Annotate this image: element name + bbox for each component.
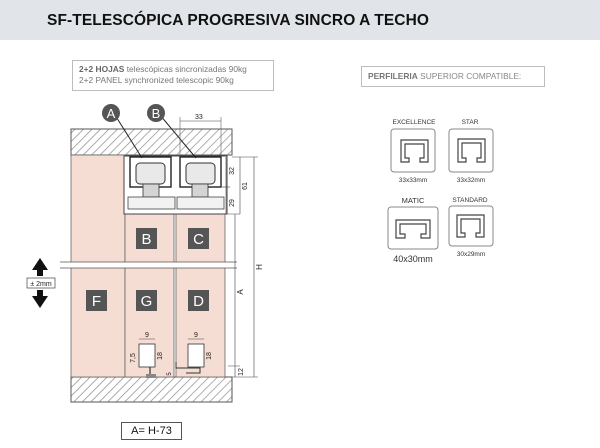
bracket-right xyxy=(176,196,225,210)
break-gap xyxy=(60,262,240,268)
profile-box-standard xyxy=(448,205,494,247)
down-arrow-icon xyxy=(32,290,48,308)
dim-9-right: 9 xyxy=(194,332,198,339)
dim-5: 5 xyxy=(167,372,173,376)
profile-star-icon xyxy=(457,138,486,163)
perfileria-rest: SUPERIOR COMPATIBLE: xyxy=(417,71,522,81)
dim-a: A xyxy=(236,289,245,295)
tolerance-box xyxy=(26,277,56,289)
floor-guide-profile xyxy=(175,362,201,374)
bracket-left xyxy=(127,196,176,210)
panel-label-c: C xyxy=(193,231,204,248)
profile-name-excellence: EXCELLENCE xyxy=(393,119,437,126)
perfileria-box: PERFILERIA SUPERIOR COMPATIBLE: xyxy=(361,66,545,87)
dim-29: 29 xyxy=(229,199,236,207)
dim-h: H xyxy=(255,264,264,270)
spec-line-2: 2+2 PANEL synchronized telescopic 90kg xyxy=(79,75,234,85)
panel-label-b-box xyxy=(136,228,157,249)
ceiling-hatch xyxy=(70,128,233,156)
spec-line-1: 2+2 HOJAS telescópicas sincronizadas 90k… xyxy=(79,64,273,75)
callout-line-b xyxy=(159,114,197,159)
panel-label-g: G xyxy=(141,293,153,310)
dim-9-left: 9 xyxy=(145,332,149,339)
panel-label-b: B xyxy=(141,231,151,248)
profile-size-matic: 40x30mm xyxy=(393,254,433,264)
panel-label-d: D xyxy=(193,293,204,310)
panel-label-f: F xyxy=(92,293,101,310)
profile-size-excellence: 33x33mm xyxy=(399,177,428,184)
bottom-guide-right xyxy=(187,343,205,368)
track-label-a: A xyxy=(107,106,116,121)
panel-label-g-box xyxy=(136,290,157,311)
track-label-b: B xyxy=(152,106,161,121)
perfileria-bold: PERFILERIA xyxy=(368,71,418,81)
spec-line-1-rest: telescópicas sincronizadas 90kg xyxy=(124,64,247,74)
profile-matic-icon xyxy=(395,219,431,239)
dim-18-left: 18 xyxy=(157,352,164,360)
spec-line-1-bold: 2+2 HOJAS xyxy=(79,64,125,74)
carriage-right xyxy=(185,162,216,185)
formula-box: A= H-73 xyxy=(121,422,182,440)
panel-label-c-box xyxy=(188,228,209,249)
up-arrow-icon xyxy=(32,258,48,276)
dim-33: 33 xyxy=(195,114,203,121)
page-title: SF-TELESCÓPICA PROGRESIVA SINCRO A TECHO xyxy=(47,12,430,29)
panel-label-d-box xyxy=(188,290,209,311)
tolerance-label: ± 2mm xyxy=(30,281,52,288)
bottom-guide-left xyxy=(138,343,156,368)
title-bar: SF-TELESCÓPICA PROGRESIVA SINCRO A TECHO xyxy=(0,0,600,40)
spec-box: 2+2 HOJAS telescópicas sincronizadas 90k… xyxy=(72,60,274,91)
floor-guide-base xyxy=(146,374,156,378)
dim-61: 61 xyxy=(242,182,249,190)
profile-standard-icon xyxy=(456,214,485,238)
profile-name-matic: MATIC xyxy=(402,196,425,205)
dim-32: 32 xyxy=(229,167,236,175)
panel-label-f-box xyxy=(86,290,107,311)
profile-size-star: 33x32mm xyxy=(457,177,486,184)
track-label-a-circle xyxy=(102,104,120,122)
carriage-left xyxy=(135,162,166,185)
profile-name-standard: STANDARD xyxy=(452,197,488,204)
hanger-left xyxy=(142,183,160,198)
profile-size-standard: 30x29mm xyxy=(457,251,486,258)
dim-18-right: 18 xyxy=(206,352,213,360)
profile-name-star: STAR xyxy=(462,119,479,126)
profile-excellence-icon xyxy=(400,139,429,163)
floor-hatch xyxy=(70,376,233,403)
dim-7-5: 7,5 xyxy=(130,353,137,363)
track-label-b-circle xyxy=(147,104,165,122)
hanger-right xyxy=(191,183,209,198)
dim-12: 12 xyxy=(238,368,245,376)
profile-box-star xyxy=(448,128,494,173)
callout-line-a xyxy=(114,114,143,159)
